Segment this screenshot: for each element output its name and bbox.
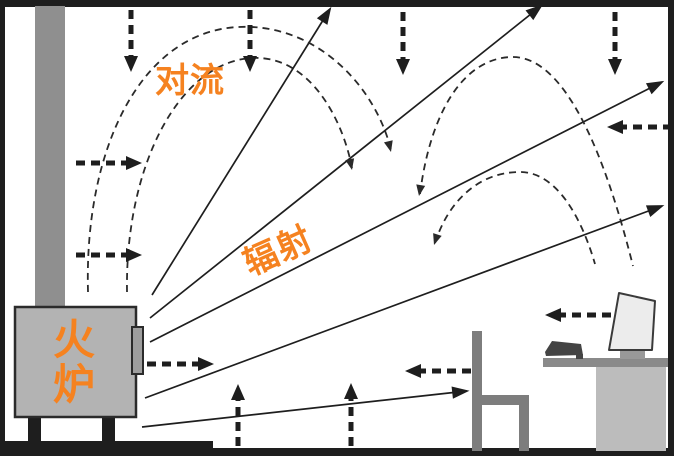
draft-arrows (76, 10, 672, 446)
computer-monitor (608, 292, 656, 351)
left-arrowhead (607, 120, 623, 134)
radiation-arrowhead (645, 80, 665, 95)
down-arrowhead (396, 59, 410, 75)
convection-loops (86, 26, 634, 293)
radiation-ray (151, 8, 331, 296)
hearth-platform (0, 441, 213, 453)
keyboard-foot (576, 354, 583, 359)
down-arrowhead (608, 59, 622, 75)
floor (0, 448, 674, 456)
radiation-arrowhead (645, 205, 665, 217)
up-arrowhead (344, 383, 358, 399)
chimney-pipe (35, 6, 65, 311)
up-arrowhead (231, 384, 245, 400)
convection-arrowhead (383, 140, 393, 152)
desk-group (543, 292, 668, 451)
down-arrowhead (243, 56, 257, 72)
convection-label: 对流 (155, 62, 225, 100)
stove-door-handle (131, 326, 144, 375)
radiation-arrowhead (451, 386, 470, 399)
stove-group (13, 6, 144, 445)
chair (472, 331, 529, 451)
chair-front-leg (519, 405, 529, 451)
convection-arrowhead (345, 158, 355, 170)
convection-arrowhead (416, 184, 426, 196)
radiation-arrows (141, 4, 665, 428)
stove-leg-left (28, 415, 41, 445)
left-arrowhead (405, 364, 421, 378)
monitor-stand (620, 349, 645, 359)
convection-loop (434, 171, 596, 265)
stove-body (13, 305, 138, 419)
keyboard (545, 341, 583, 356)
radiation-ray (149, 81, 663, 343)
chair-back (472, 331, 482, 451)
radiation-ray (141, 390, 468, 428)
right-arrowhead (126, 156, 142, 170)
desk-top (543, 358, 668, 367)
radiation-arrowhead (316, 6, 332, 25)
desk-pedestal (596, 367, 666, 451)
convection-loop-arrowheads (345, 140, 442, 245)
ceiling-border (0, 0, 674, 7)
convection-loop (126, 57, 353, 293)
radiation-arrowhead (525, 4, 543, 21)
convection-loop (86, 26, 392, 293)
right-arrowhead (198, 357, 214, 371)
radiation-ray (144, 205, 663, 399)
left-arrowhead (545, 308, 561, 322)
stove-leg-right (102, 415, 115, 445)
right-arrowhead (126, 248, 142, 262)
convection-loop (419, 56, 634, 267)
down-arrowhead (124, 56, 138, 72)
left-wall-border (0, 0, 5, 456)
right-wall-border (668, 0, 674, 456)
convection-arrowhead (433, 233, 442, 245)
chair-seat (472, 395, 529, 405)
radiation-ray (149, 5, 542, 319)
stove-label: 火 炉 (52, 316, 95, 409)
